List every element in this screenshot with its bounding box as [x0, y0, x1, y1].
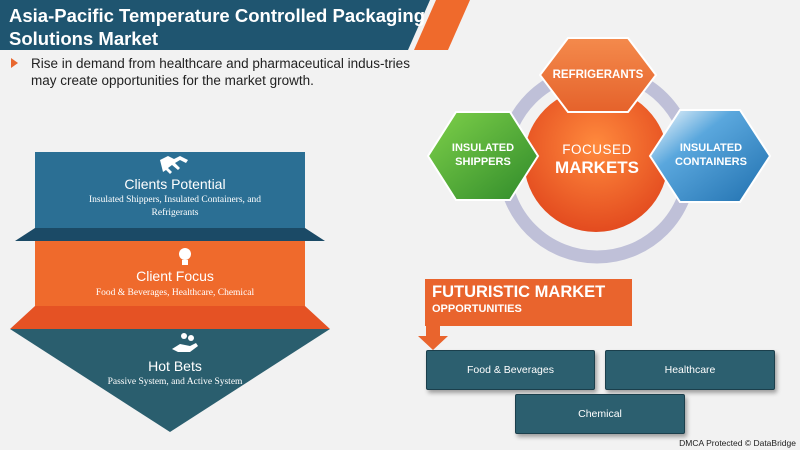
funnel-graphic	[10, 152, 330, 432]
opportunity-healthcare: Healthcare	[605, 350, 775, 390]
hex-refrigerants: REFRIGERANTS	[552, 69, 644, 81]
opportunity-chemical: Chemical	[515, 394, 685, 434]
clients-potential-tier: Clients Potential Insulated Shippers, In…	[55, 176, 295, 220]
hex-insulated-shippers: INSULATED SHIPPERS	[451, 142, 515, 168]
client-focus-tier: Client Focus Food & Beverages, Healthcar…	[55, 268, 295, 300]
client-focus-desc: Food & Beverages, Healthcare, Chemical	[95, 288, 255, 298]
handshake-icon	[160, 156, 188, 174]
futuristic-title: FUTURISTIC MARKET	[432, 283, 606, 301]
focused-label: FOCUSED MARKETS	[552, 142, 642, 178]
page-title: Asia-Pacific Temperature Controlled Pack…	[9, 5, 426, 49]
subtitle: Rise in demand from healthcare and pharm…	[11, 55, 431, 89]
futuristic-banner	[425, 279, 632, 326]
hot-bets-title: Hot Bets	[148, 358, 202, 374]
hot-bets-desc: Passive System, and Active System	[107, 377, 243, 387]
clients-potential-title: Clients Potential	[124, 176, 226, 192]
lightbulb-icon	[179, 248, 191, 265]
hex-insulated-containers: INSULATED CONTAINERS	[675, 142, 747, 168]
focused-bottom-text: MARKETS	[554, 158, 640, 177]
hand-coins-icon	[172, 333, 198, 352]
opportunity-food-beverages: Food & Beverages	[426, 350, 595, 390]
hot-bets-tier: Hot Bets Passive System, and Active Syst…	[65, 358, 285, 389]
footer-credit: DMCA Protected © DataBridge	[679, 438, 796, 448]
subtitle-text: Rise in demand from healthcare and pharm…	[31, 56, 410, 88]
futuristic-subtitle: OPPORTUNITIES	[432, 303, 522, 315]
bullet-arrow-icon	[11, 58, 18, 68]
title-banner: Asia-Pacific Temperature Controlled Pack…	[0, 0, 470, 56]
clients-potential-desc: Insulated Shippers, Insulated Containers…	[88, 195, 262, 218]
focused-top-text: FOCUSED	[562, 142, 632, 157]
client-focus-title: Client Focus	[136, 268, 214, 284]
